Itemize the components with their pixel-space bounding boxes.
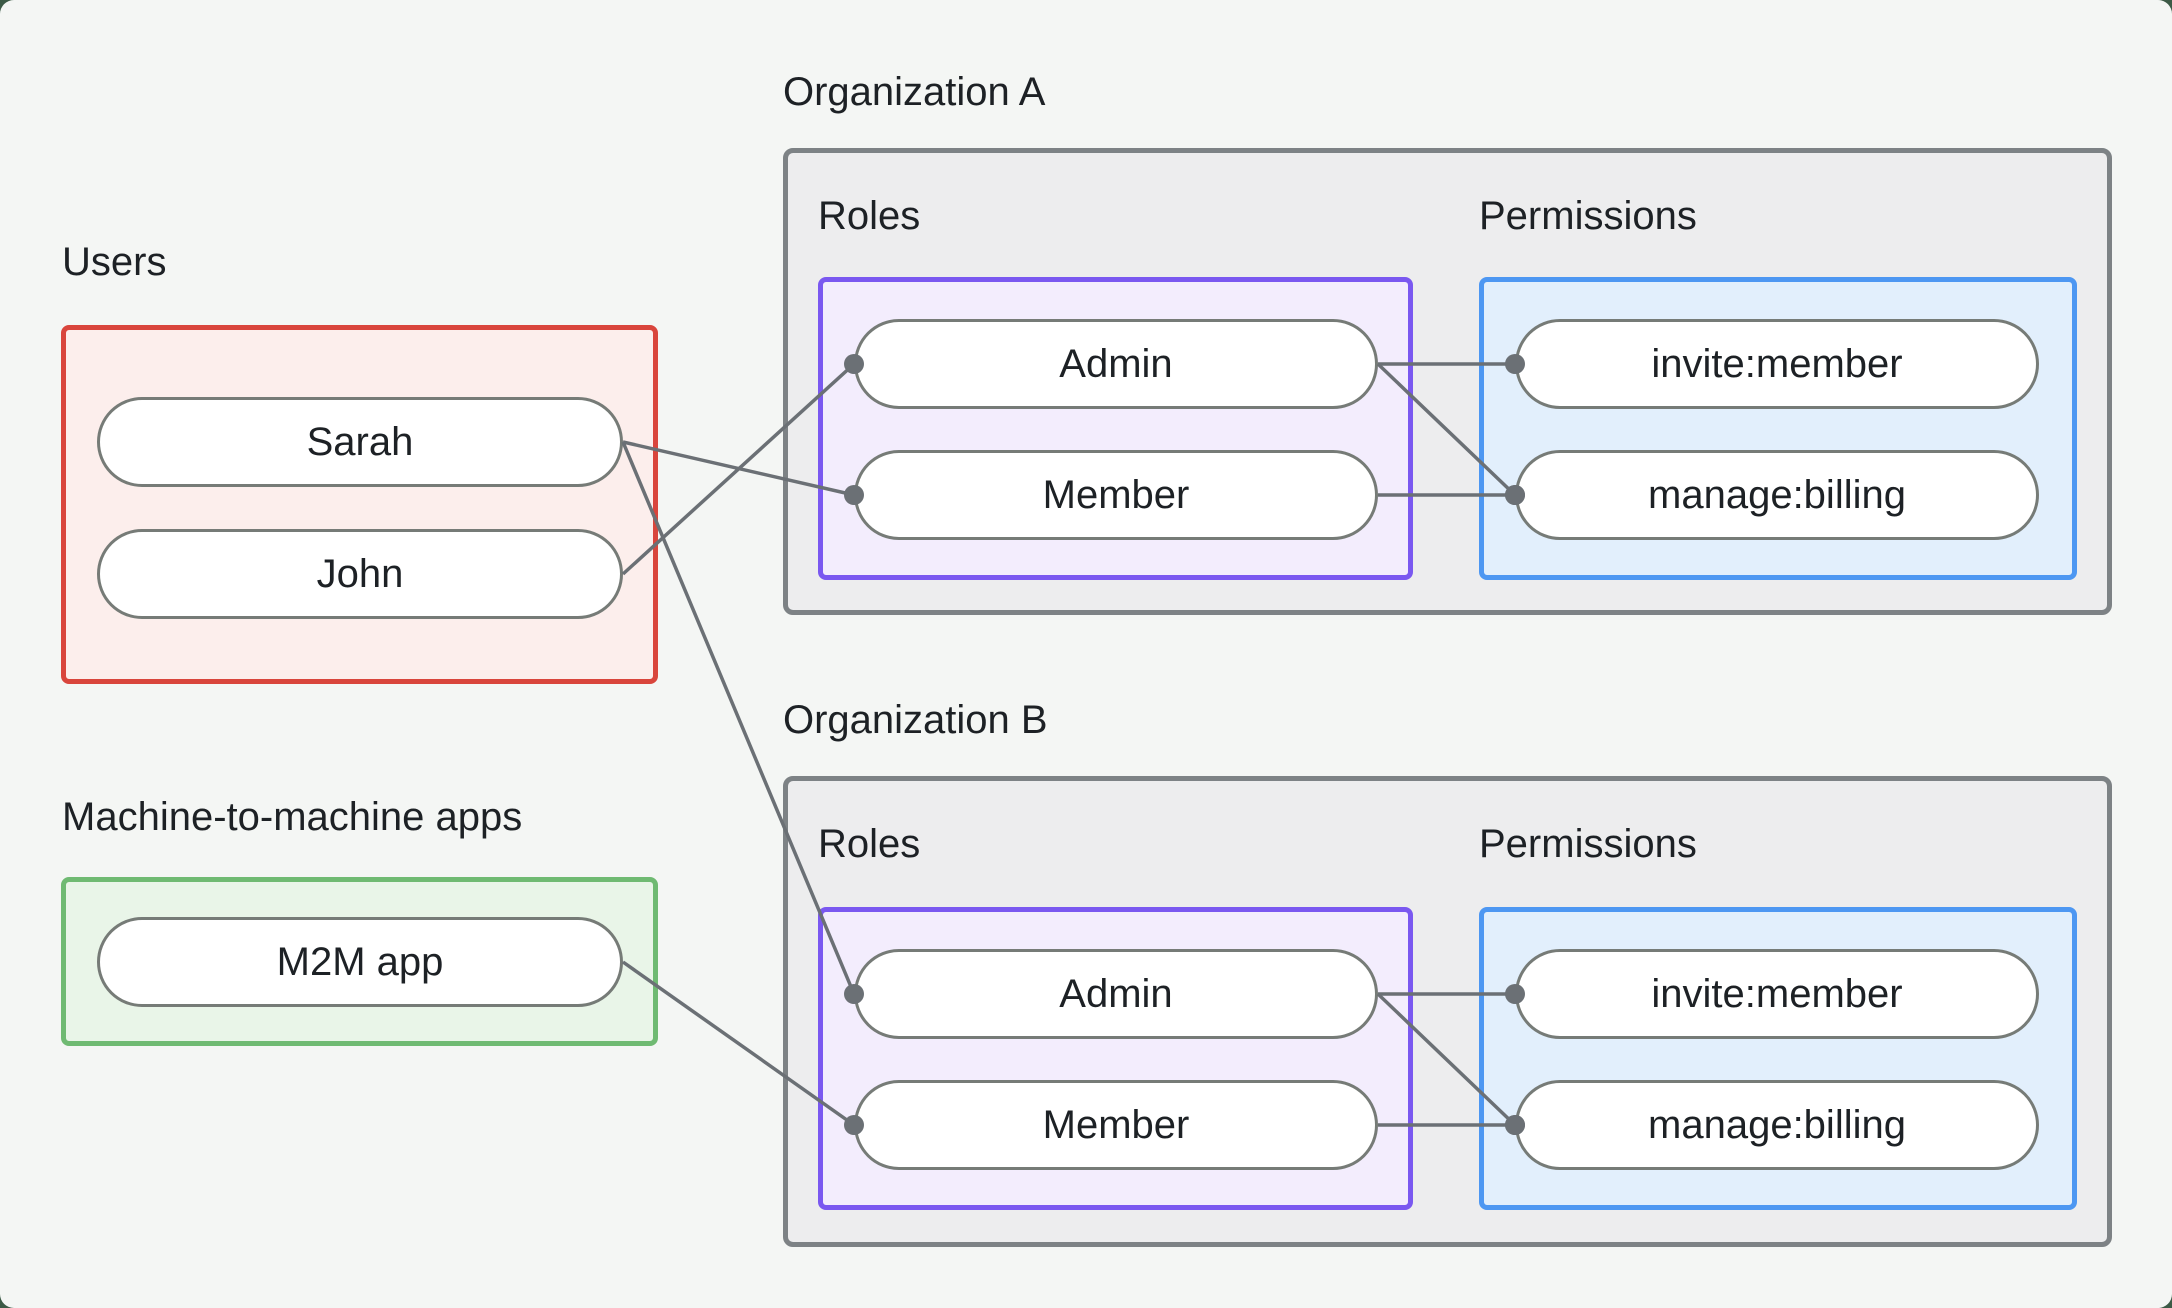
users-group-label: Users <box>62 240 167 284</box>
org-a-perm-invite-member: invite:member <box>1515 319 2039 409</box>
org-a-box: Roles Permissions Admin Member invite:me… <box>783 148 2112 615</box>
permission-node-label: invite:member <box>1651 971 1903 1016</box>
org-a-roles-box: Admin Member <box>818 277 1413 580</box>
users-group-box: Sarah John <box>61 325 658 684</box>
role-node-label: Member <box>1042 1102 1190 1147</box>
org-b-box: Roles Permissions Admin Member invite:me… <box>783 776 2112 1247</box>
m2m-group-box: M2M app <box>61 877 658 1046</box>
org-a-permissions-label: Permissions <box>1479 194 1697 238</box>
org-a-title: Organization A <box>783 70 1046 114</box>
role-node-label: Member <box>1042 472 1190 517</box>
org-b-perm-invite-member: invite:member <box>1515 949 2039 1039</box>
org-a-role-member: Member <box>854 450 1378 540</box>
m2m-node-label: M2M app <box>276 939 444 984</box>
permission-node-label: manage:billing <box>1648 472 1906 517</box>
user-node-label: Sarah <box>306 419 414 464</box>
m2m-group-label: Machine-to-machine apps <box>62 795 523 839</box>
org-a-role-admin: Admin <box>854 319 1378 409</box>
org-a-perm-manage-billing: manage:billing <box>1515 450 2039 540</box>
org-b-permissions-box: invite:member manage:billing <box>1479 907 2077 1210</box>
permission-node-label: manage:billing <box>1648 1102 1906 1147</box>
org-a-roles-label: Roles <box>818 194 921 238</box>
org-b-roles-box: Admin Member <box>818 907 1413 1210</box>
org-b-role-admin: Admin <box>854 949 1378 1039</box>
org-b-roles-label: Roles <box>818 822 921 866</box>
m2m-node-app: M2M app <box>97 917 623 1007</box>
user-node-label: John <box>316 551 404 596</box>
org-b-permissions-label: Permissions <box>1479 822 1697 866</box>
org-b-role-member: Member <box>854 1080 1378 1170</box>
user-node-john: John <box>97 529 623 619</box>
role-node-label: Admin <box>1059 341 1173 386</box>
user-node-sarah: Sarah <box>97 397 623 487</box>
org-a-permissions-box: invite:member manage:billing <box>1479 277 2077 580</box>
role-node-label: Admin <box>1059 971 1173 1016</box>
permission-node-label: invite:member <box>1651 341 1903 386</box>
org-b-perm-manage-billing: manage:billing <box>1515 1080 2039 1170</box>
org-b-title: Organization B <box>783 698 1048 742</box>
